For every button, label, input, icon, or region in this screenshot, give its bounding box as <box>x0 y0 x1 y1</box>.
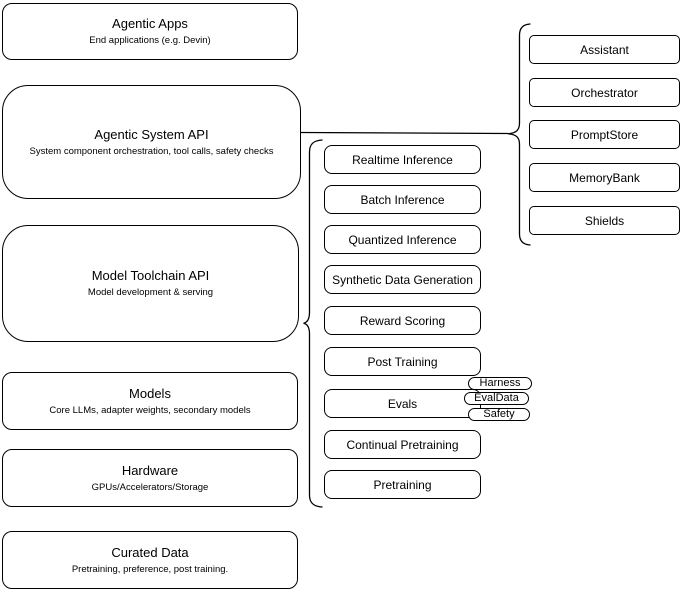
node-label: Reward Scoring <box>359 313 446 328</box>
node-models: Models Core LLMs, adapter weights, secon… <box>2 372 298 430</box>
toolchain-bracket <box>303 139 323 508</box>
node-label: Batch Inference <box>360 192 445 207</box>
node-label: Orchestrator <box>571 85 638 100</box>
node-synthetic-data-generation: Synthetic Data Generation <box>324 265 481 294</box>
node-label: Shields <box>584 213 625 228</box>
node-subtitle: Core LLMs, adapter weights, secondary mo… <box>49 404 251 416</box>
node-subtitle: End applications (e.g. Devin) <box>89 35 211 46</box>
tag-safety: Safety <box>468 408 530 421</box>
node-label: PromptStore <box>570 127 639 142</box>
node-label: Continual Pretraining <box>346 437 459 452</box>
node-curated-data: Curated Data Pretraining, preference, po… <box>2 531 298 589</box>
node-title: Agentic System API <box>94 126 209 142</box>
node-label: Realtime Inference <box>352 152 453 167</box>
node-title: Curated Data <box>111 544 189 560</box>
node-title: Model Toolchain API <box>91 268 210 283</box>
node-orchestrator: Orchestrator <box>529 78 680 107</box>
node-title: Models <box>129 385 171 401</box>
node-reward-scoring: Reward Scoring <box>324 306 481 335</box>
node-promptstore: PromptStore <box>529 120 680 149</box>
node-memorybank: MemoryBank <box>529 163 680 192</box>
node-subtitle: GPUs/Accelerators/Storage <box>91 481 209 493</box>
node-pretraining: Pretraining <box>324 470 481 499</box>
node-evals: Evals <box>324 389 481 418</box>
node-agentic-system-api: Agentic System API System component orch… <box>2 85 301 199</box>
node-label: Post Training <box>367 354 438 369</box>
tag-label: Safety <box>483 408 515 420</box>
node-label: Pretraining <box>373 477 432 492</box>
tag-label: Harness <box>479 377 521 389</box>
node-title: Agentic Apps <box>112 16 188 31</box>
node-subtitle: Pretraining, preference, post training. <box>71 563 229 575</box>
node-label: MemoryBank <box>569 170 640 185</box>
node-label: Assistant <box>580 42 629 57</box>
node-batch-inference: Batch Inference <box>324 185 481 214</box>
system-api-connector-line <box>299 131 509 135</box>
node-label: Synthetic Data Generation <box>332 272 473 287</box>
components-bracket <box>507 23 531 246</box>
node-title: Hardware <box>121 462 179 478</box>
node-post-training: Post Training <box>324 347 481 376</box>
tag-harness: Harness <box>468 377 532 390</box>
tag-evaldata: EvalData <box>464 392 529 405</box>
node-quantized-inference: Quantized Inference <box>324 225 481 254</box>
node-agentic-apps: Agentic Apps End applications (e.g. Devi… <box>2 3 298 60</box>
node-label: Evals <box>387 396 418 411</box>
node-subtitle: Model development & serving <box>87 287 214 298</box>
node-model-toolchain-api: Model Toolchain API Model development & … <box>2 225 299 342</box>
node-assistant: Assistant <box>529 35 680 64</box>
node-label: Quantized Inference <box>348 232 457 247</box>
node-hardware: Hardware GPUs/Accelerators/Storage <box>2 449 298 507</box>
node-subtitle: System component orchestration, tool cal… <box>29 145 274 157</box>
node-shields: Shields <box>529 206 680 235</box>
tag-label: EvalData <box>474 392 519 404</box>
node-continual-pretraining: Continual Pretraining <box>324 430 481 459</box>
node-realtime-inference: Realtime Inference <box>324 145 481 174</box>
